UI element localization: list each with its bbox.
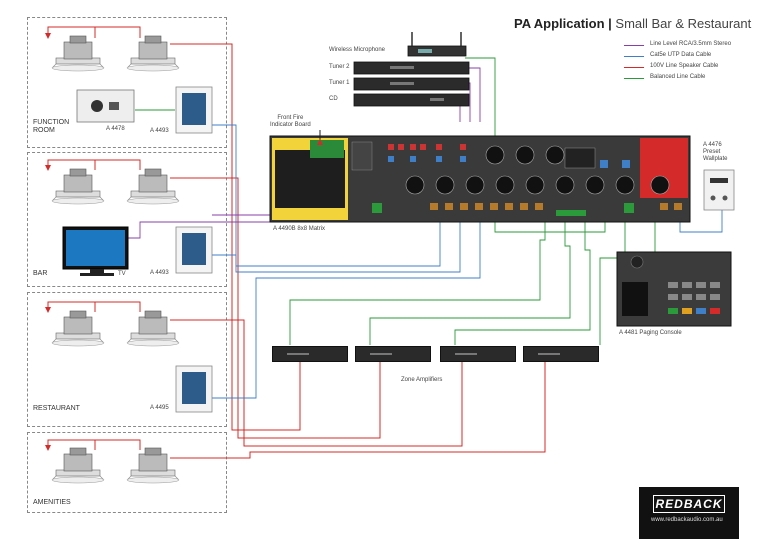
label-tuner-1: Tuner 1 bbox=[329, 80, 350, 86]
label-a4493-function: A 4493 bbox=[150, 128, 169, 134]
zone-amplifier bbox=[355, 346, 431, 362]
label-front-fire: Front Fire Indicator Board bbox=[270, 115, 311, 128]
legend-item: Line Level RCA/3.5mm Stereo bbox=[624, 41, 764, 49]
ceiling-speaker bbox=[51, 168, 105, 205]
legend-item: 100V Line Speaker Cable bbox=[624, 63, 764, 71]
cd-player bbox=[353, 93, 470, 107]
zone-label-bar: BAR bbox=[33, 270, 48, 277]
zone-amplifier bbox=[523, 346, 599, 362]
ceiling-speaker bbox=[126, 310, 180, 347]
legend-item: Balanced Line Cable bbox=[624, 74, 764, 82]
label-wireless-mic: Wireless Microphone bbox=[329, 47, 386, 53]
logo-url: www.redbackaudio.com.au bbox=[651, 517, 723, 523]
label-a4478: A 4478 bbox=[106, 126, 125, 132]
preset-wallplate bbox=[703, 169, 735, 211]
zone-amplifier bbox=[272, 346, 348, 362]
page-title: PA Application | Small Bar & Restaurant bbox=[514, 16, 752, 31]
zone-bar bbox=[27, 152, 227, 287]
label-paging-console: A 4481 Paging Console bbox=[619, 330, 682, 336]
wireless-mic-receiver bbox=[407, 45, 467, 57]
zone-label-amenities: AMENITIES bbox=[33, 499, 71, 506]
label-matrix: A 4490B 8x8 Matrix bbox=[273, 226, 326, 232]
zone-amplifier bbox=[440, 346, 516, 362]
zone-label-function-room: FUNCTION ROOM bbox=[33, 119, 70, 134]
zone-label-restaurant: RESTAURANT bbox=[33, 405, 80, 412]
a4478-panel bbox=[76, 89, 135, 123]
legend-item: Cat5e UTP Data Cable bbox=[624, 52, 764, 60]
logo-brand: REDBACK bbox=[653, 495, 725, 513]
ceiling-speaker bbox=[51, 447, 105, 484]
zone-function-room bbox=[27, 17, 227, 148]
ceiling-speaker bbox=[126, 168, 180, 205]
label-tv: TV bbox=[118, 271, 126, 277]
redback-logo: REDBACK www.redbackaudio.com.au bbox=[639, 487, 739, 539]
label-a4493-bar: A 4493 bbox=[150, 270, 169, 276]
ceiling-speaker bbox=[51, 35, 105, 72]
zone-restaurant bbox=[27, 292, 227, 427]
label-cd: CD bbox=[329, 96, 338, 102]
zone-amenities bbox=[27, 432, 227, 513]
label-zone-amplifiers: Zone Amplifiers bbox=[401, 377, 443, 383]
ceiling-speaker bbox=[51, 310, 105, 347]
ceiling-speaker bbox=[126, 35, 180, 72]
label-a4495: A 4495 bbox=[150, 405, 169, 411]
label-preset-wallplate: A 4476 Preset Wallplate bbox=[703, 142, 728, 162]
label-tuner-2: Tuner 2 bbox=[329, 64, 350, 70]
ceiling-speaker bbox=[126, 447, 180, 484]
